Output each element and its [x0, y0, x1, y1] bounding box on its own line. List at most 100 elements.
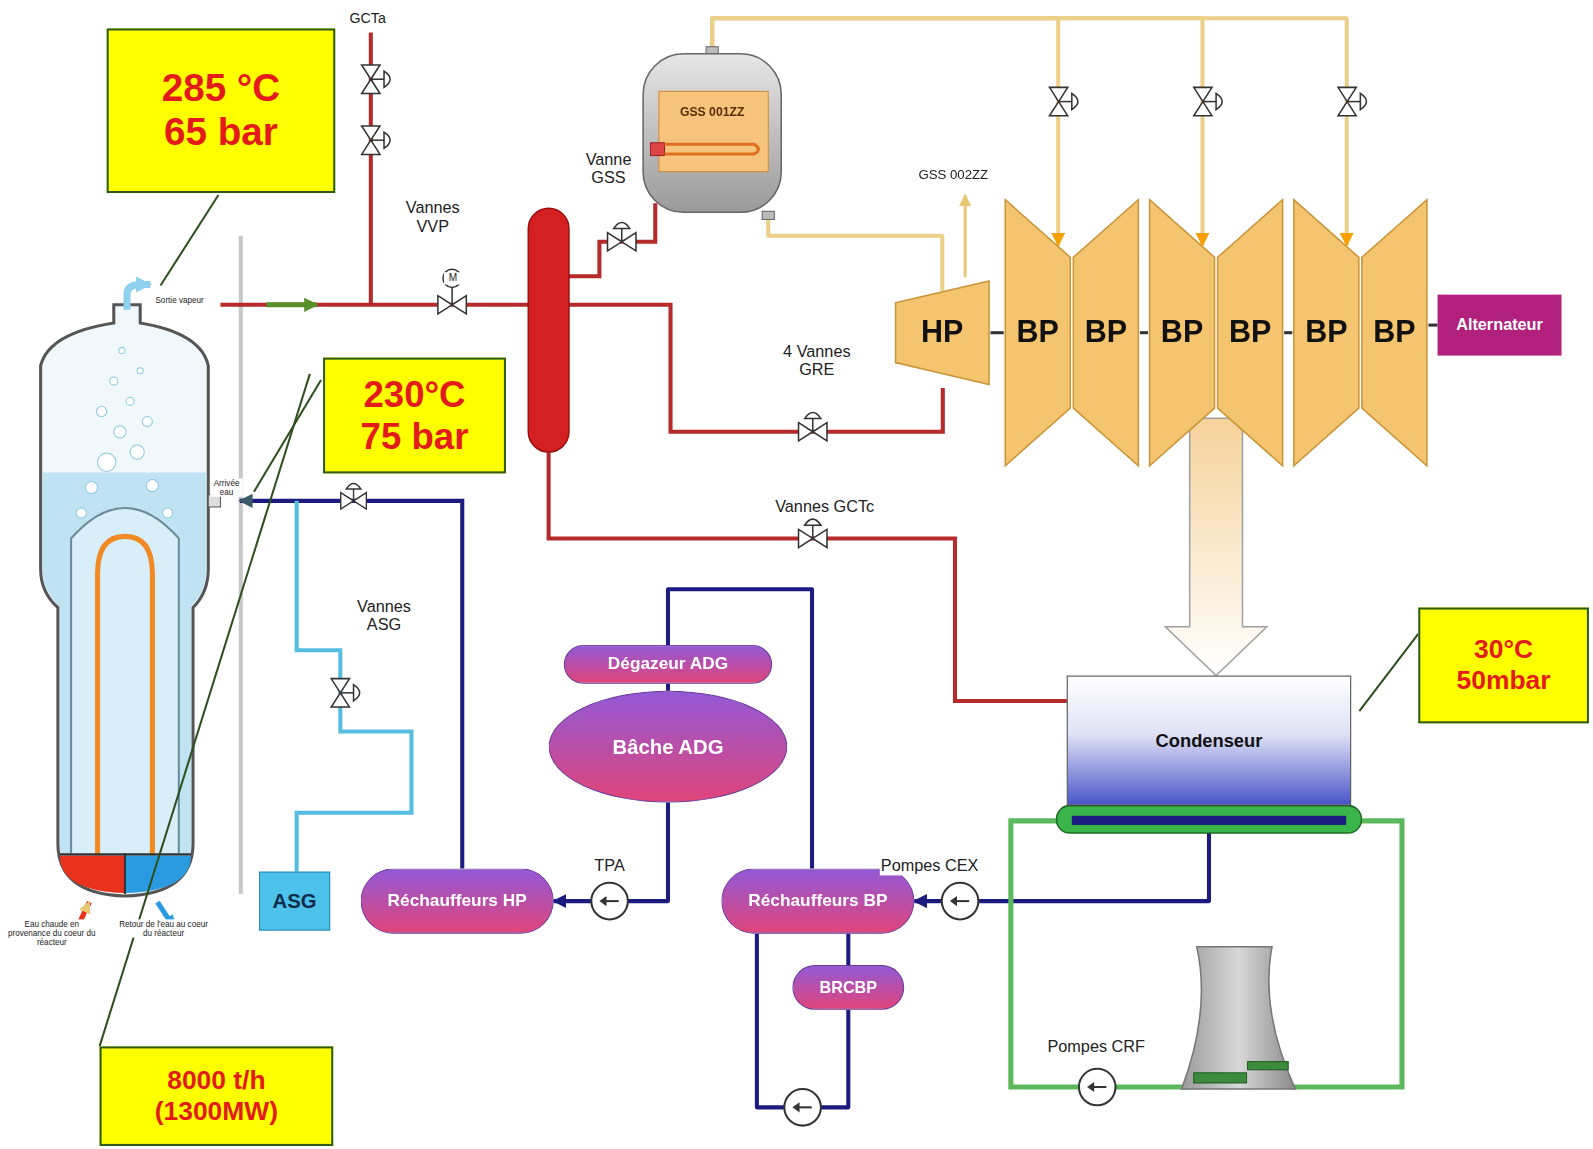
- steam-generator: [137, 368, 143, 374]
- node-text: Réchauffeurs BP: [748, 891, 887, 911]
- node-text: 230°C: [363, 373, 465, 415]
- alternator-box: Alternateur: [1438, 295, 1562, 356]
- node-text: Bâche ADG: [612, 735, 723, 758]
- node-text: BP: [1017, 315, 1059, 350]
- valve-symbol: [799, 412, 827, 440]
- steam-generator: [239, 236, 243, 894]
- valve-symbol: [362, 126, 390, 154]
- lp-turbine: BP: [1216, 198, 1284, 467]
- node-text: ASG: [273, 889, 317, 912]
- steam-generator: [127, 284, 150, 309]
- steam-generator: [124, 853, 126, 894]
- part-label: Pompes CRF: [1046, 1038, 1146, 1057]
- vent-arrow: [964, 195, 967, 277]
- part-label: TPA: [593, 856, 625, 875]
- steam-generator: [97, 406, 107, 416]
- part-label: GSS 002ZZ: [917, 168, 989, 183]
- steam-generator: [110, 377, 118, 385]
- hp-turbine: HP: [894, 279, 991, 386]
- valve-symbol: [331, 483, 366, 707]
- node-text: 8000 t/h: [167, 1066, 265, 1096]
- feedwater-piping: [240, 501, 462, 872]
- node-text: BP: [1161, 315, 1203, 350]
- steam-piping: [569, 203, 655, 276]
- node-text: (1300MW): [155, 1096, 278, 1126]
- node-text: BRCBP: [819, 978, 877, 997]
- steam-generator: [41, 236, 241, 930]
- turbine-outline: [1073, 200, 1138, 466]
- lp-turbine: BP: [1072, 198, 1140, 467]
- valve-symbol: [1049, 87, 1077, 115]
- cooling-circuit: [1182, 947, 1296, 1089]
- node-text: 285 °C: [162, 66, 280, 110]
- node-text: BP: [1373, 315, 1415, 350]
- cooling-circuit: [1011, 821, 1191, 1087]
- steam-generator: [76, 508, 86, 518]
- turbine-outline: [1362, 200, 1427, 466]
- steam-generator: [126, 397, 134, 405]
- valve-symbol: [799, 519, 827, 547]
- steam-piping: [220, 33, 1066, 701]
- valve-symbol: [362, 65, 390, 93]
- part-label: Arrivée eau: [210, 478, 243, 497]
- steam-tank: GSS 001ZZ: [642, 53, 782, 214]
- part-label: Vannes ASG: [351, 597, 418, 634]
- heater-box: Réchauffeurs BP: [721, 869, 914, 934]
- callout-box: 285 °C65 bar: [107, 28, 336, 193]
- part-label: M: [444, 272, 462, 284]
- steam-generator: [60, 855, 125, 893]
- callout-box: 230°C75 bar: [323, 358, 506, 474]
- cooling-circuit: [1011, 806, 1402, 1089]
- pipe-connector: [991, 331, 1004, 334]
- pipe-connector: [712, 18, 1347, 245]
- node-text: GSS 001ZZ: [680, 106, 744, 120]
- callout-box: 30°C50mbar: [1418, 608, 1589, 724]
- valve-symbol: [1338, 87, 1366, 115]
- valve-symbol: [451, 288, 453, 305]
- degasser-vessel: Dégazeur ADG: [564, 645, 772, 684]
- steam-generator: [146, 480, 158, 492]
- turbine-outline: [896, 281, 989, 385]
- feedwater-piping: [297, 501, 412, 872]
- part-label: Sortie vapeur: [154, 296, 204, 305]
- steam-generator: [71, 508, 179, 853]
- condenser-box: Condenseur: [1067, 676, 1351, 806]
- turbine-outline: [1218, 200, 1283, 466]
- lp-turbine: BP: [1292, 198, 1360, 467]
- steam-generator: [98, 536, 153, 855]
- leader-line: [254, 380, 321, 492]
- leader-line: [1359, 634, 1418, 711]
- shape-outline: [642, 53, 782, 214]
- steam-generator: [85, 482, 97, 494]
- steam-piping: [220, 303, 530, 307]
- cooling-circuit: [1194, 1073, 1247, 1083]
- valve-symbol: [341, 483, 367, 509]
- heater-box: Réchauffeurs HP: [361, 869, 554, 934]
- feed-tank: Bâche ADG: [549, 691, 788, 803]
- steam-generator: [76, 347, 173, 518]
- callout-box: 8000 t/h(1300MW): [100, 1046, 334, 1146]
- steam-generator: [43, 472, 207, 893]
- cooling-circuit: [1057, 806, 1362, 833]
- steam-generator: [41, 305, 209, 896]
- leader-line: [100, 374, 310, 1047]
- node-text: BP: [1085, 315, 1127, 350]
- turbine-outline: [1005, 200, 1070, 466]
- tank-part: [665, 144, 759, 154]
- part-label: 4 Vannes GRE: [770, 342, 863, 379]
- steam-piping: [549, 452, 1067, 701]
- valve-symbol: [362, 65, 1367, 548]
- drain-tank: BRCBP: [792, 965, 904, 1010]
- cooling-circuit: [1292, 821, 1402, 1087]
- tank-part: [762, 211, 774, 219]
- pump-symbol: [942, 883, 979, 920]
- leader-line: [161, 195, 219, 285]
- pipe-connector: [1284, 331, 1292, 334]
- steam-header: [528, 208, 569, 452]
- pipe-connector: [666, 684, 670, 691]
- pipe-connector: [757, 934, 848, 1108]
- steam-generator: [119, 347, 125, 353]
- steam-generator: [142, 417, 152, 427]
- lp-turbine: BP: [1004, 198, 1072, 467]
